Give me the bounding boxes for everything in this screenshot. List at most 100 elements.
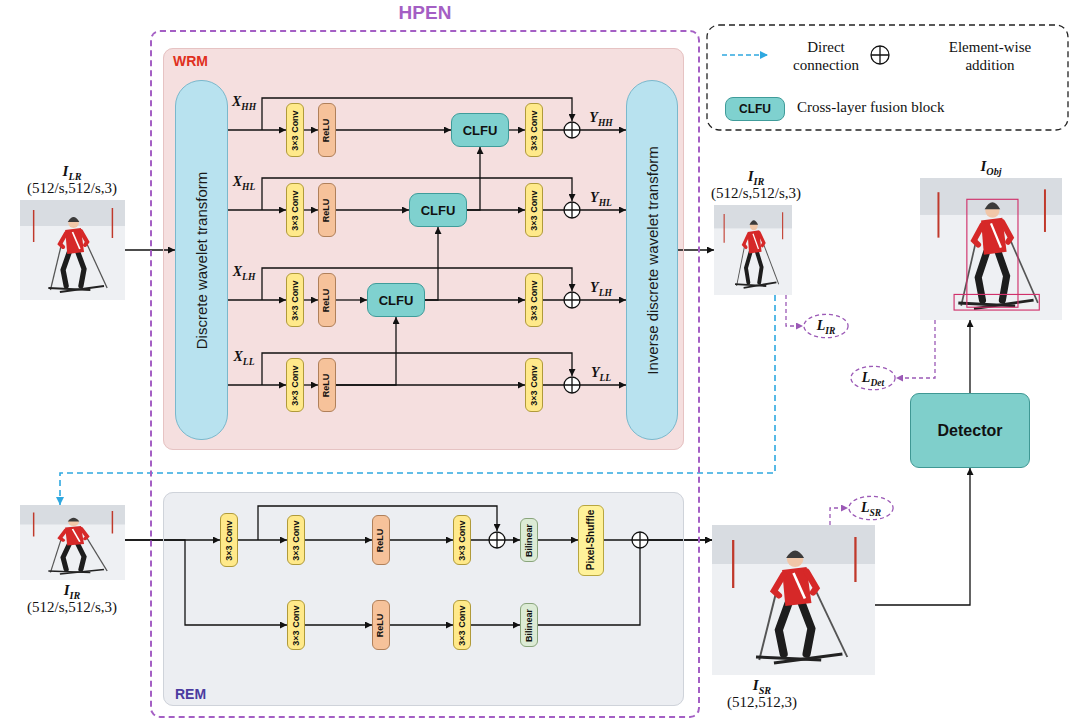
symbol-letter: Y bbox=[589, 110, 598, 125]
symbol-subscript: LL bbox=[243, 357, 255, 367]
addition-cross bbox=[871, 46, 889, 64]
transform-block: Inverse discrete wavelet transform bbox=[626, 80, 678, 440]
photo-detail bbox=[81, 231, 87, 245]
symbol-letter: L bbox=[861, 500, 870, 515]
connector bbox=[538, 539, 578, 540]
photo-detail bbox=[68, 218, 79, 228]
wrm-panel-fill bbox=[163, 48, 684, 450]
node-label: Bilinear bbox=[524, 523, 535, 556]
photo-detail bbox=[60, 530, 66, 541]
symbol-subscript: IR bbox=[825, 326, 835, 336]
dimension-label: (512/s,512/s,3) bbox=[711, 185, 801, 202]
signal-label: XHL bbox=[233, 174, 256, 190]
symbol-letter: L bbox=[817, 318, 826, 333]
symbol-letter: X bbox=[233, 174, 242, 189]
heading-holder: WRM bbox=[173, 53, 208, 69]
photo-detail bbox=[954, 294, 1039, 310]
photo-detail bbox=[759, 588, 777, 660]
addition-circle bbox=[871, 46, 889, 64]
signal-label: YHH bbox=[589, 110, 612, 126]
photo-detail bbox=[737, 243, 746, 286]
symbol-letter: I bbox=[64, 582, 70, 598]
symbol-label: LIR bbox=[817, 318, 836, 334]
photo-detail bbox=[779, 603, 789, 654]
photo-detail bbox=[81, 528, 87, 539]
addition-cross bbox=[564, 292, 580, 308]
connector bbox=[238, 539, 287, 540]
connector bbox=[390, 539, 453, 540]
photo-detail bbox=[732, 540, 734, 588]
photo-detail bbox=[967, 199, 1018, 307]
legend-line-sample bbox=[722, 54, 768, 56]
photo-detail bbox=[813, 585, 847, 657]
symbol-label: IIR bbox=[27, 582, 117, 599]
relu-block: ReLU bbox=[318, 103, 336, 157]
connector bbox=[543, 129, 626, 130]
photo-detail bbox=[63, 252, 69, 286]
edge-label-holder: YLL bbox=[591, 365, 611, 381]
photo-detail bbox=[112, 511, 113, 534]
dimension-label: (512/s,512/s,3) bbox=[27, 599, 117, 616]
photo-detail bbox=[750, 221, 758, 230]
loss-ellipse: LSR bbox=[848, 495, 894, 521]
photo-detail bbox=[60, 233, 66, 247]
photo-detail bbox=[744, 282, 777, 287]
connector bbox=[786, 295, 803, 326]
fusion-block: CLFU bbox=[409, 193, 467, 227]
signal-label: XLH bbox=[233, 264, 256, 280]
connector bbox=[228, 384, 286, 385]
photo-detail bbox=[985, 202, 1001, 209]
node-label: 3×3 Conv bbox=[529, 190, 540, 230]
photo-detail bbox=[78, 544, 84, 570]
photo-detail bbox=[78, 252, 84, 286]
symbol-letter: Y bbox=[591, 365, 600, 380]
node-label: 3×3 Conv bbox=[529, 365, 540, 405]
photo-detail bbox=[762, 241, 778, 284]
node-label: WRM bbox=[173, 53, 208, 69]
connector bbox=[509, 129, 525, 130]
symbol-letter: X bbox=[234, 349, 243, 364]
relu-block: ReLU bbox=[372, 600, 390, 650]
connector bbox=[830, 508, 848, 525]
edge-label-holder: XLH bbox=[233, 264, 256, 280]
node-label: 3×3 Conv bbox=[291, 605, 302, 645]
photo-illustration bbox=[920, 178, 1062, 320]
addition-circle bbox=[564, 377, 580, 393]
addition-symbol bbox=[564, 122, 580, 138]
symbol-letter: L bbox=[862, 370, 871, 385]
node-label: CLFU bbox=[379, 293, 414, 308]
legend-text: Direct connection bbox=[780, 38, 872, 74]
photo-detail bbox=[774, 575, 784, 596]
photo-detail bbox=[60, 286, 104, 292]
photo-detail bbox=[73, 529, 80, 542]
signal-label: YLL bbox=[591, 365, 611, 381]
photo-illustration bbox=[20, 505, 125, 580]
photo-illustration bbox=[712, 525, 875, 675]
connector bbox=[425, 227, 438, 300]
symbol-letter: X bbox=[233, 264, 242, 279]
symbol-label: LDet bbox=[862, 370, 884, 386]
addition-symbol bbox=[632, 532, 648, 548]
photo-detail bbox=[33, 210, 34, 242]
legend-text-holder: Cross-layer fusion block bbox=[797, 98, 944, 116]
photo-detail bbox=[68, 217, 80, 222]
signal-label: YLH bbox=[590, 280, 612, 296]
signal-label: XHH bbox=[232, 94, 256, 110]
symbol-subscript: LH bbox=[599, 288, 612, 298]
symbol-label: ISR bbox=[727, 677, 797, 694]
legend-text: Element-wise addition bbox=[925, 38, 1055, 74]
node-label: 3×3 Conv bbox=[529, 280, 540, 320]
connector bbox=[538, 540, 712, 625]
connector bbox=[336, 209, 409, 210]
addition-cross bbox=[564, 122, 580, 138]
node-label: HPEN bbox=[399, 2, 452, 24]
symbol-letter: I bbox=[980, 158, 986, 174]
connector bbox=[228, 299, 286, 300]
image-node: ISR(512,512,3) bbox=[712, 525, 875, 675]
photo-detail bbox=[991, 223, 1001, 247]
symbol-subscript: HH bbox=[598, 118, 613, 128]
node-label: ReLU bbox=[322, 198, 333, 222]
legend-text-holder: Element-wise addition bbox=[925, 38, 1055, 74]
addition-cross bbox=[632, 532, 648, 548]
node-label: CLFU bbox=[421, 203, 456, 218]
